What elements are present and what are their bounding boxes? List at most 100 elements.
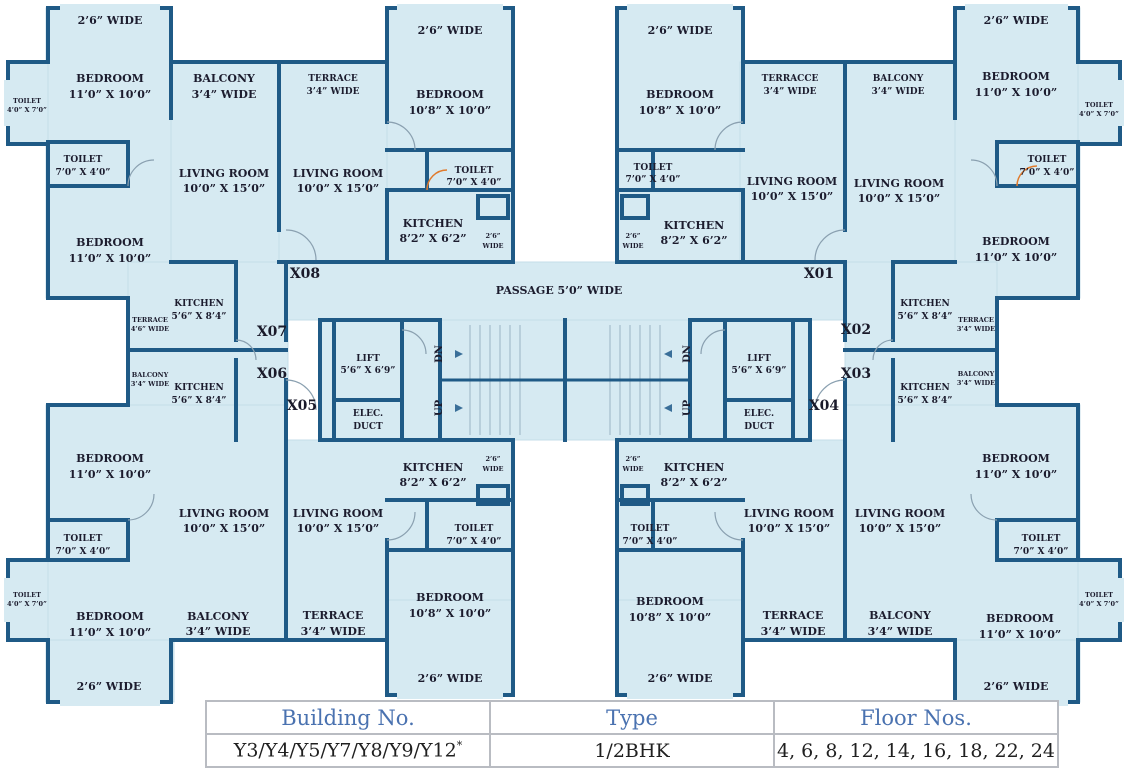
room-label: KITCHEN <box>664 461 724 474</box>
room-dim: 3’4” WIDE <box>301 625 366 638</box>
room-label: TOILET <box>455 166 494 176</box>
room-label: TOILET <box>64 155 103 165</box>
room-label: LIVING ROOM <box>179 507 269 520</box>
room-dim: 4’0” X 7’0” <box>7 106 47 114</box>
room-label: BEDROOM <box>76 610 144 623</box>
lift-label: LIFT <box>356 354 380 364</box>
room-label: BALCONY <box>869 609 931 622</box>
room-label: TOILET <box>631 524 670 534</box>
room-dim: 8’2” X 6’2” <box>660 234 727 247</box>
width-label: 2’6” WIDE <box>418 24 483 37</box>
room-label: KITCHEN <box>174 299 223 309</box>
duct-label: ELEC. <box>353 409 383 419</box>
room-dim: 4’0” X 7’0” <box>7 600 47 608</box>
room-label: BEDROOM <box>646 88 714 101</box>
room-dim: 3’4” WIDE <box>868 625 933 638</box>
stair-arrow-icon <box>664 404 672 412</box>
stair-arrow-icon <box>664 350 672 358</box>
room-dim: 10’8” X 10’0” <box>409 104 491 117</box>
room-label: KITCHEN <box>403 461 463 474</box>
room-dim: 10’0” X 15’0” <box>858 192 940 205</box>
room-dim: 10’8” X 10’0” <box>629 611 711 624</box>
room-label: TOILET <box>455 524 494 534</box>
room-dim: 8’2” X 6’2” <box>399 232 466 245</box>
width-label: 2’6” WIDE <box>984 680 1049 693</box>
room-label: TOILET <box>13 97 41 105</box>
room-label: LIVING ROOM <box>747 175 837 188</box>
room-dim: 11’0” X 10’0” <box>975 468 1057 481</box>
room-dim: 7’0” X 4’0” <box>623 537 678 547</box>
width-label: 2’6” WIDE <box>984 14 1049 27</box>
room-label: KITCHEN <box>900 299 949 309</box>
room-dim: 7’0” X 4’0” <box>447 537 502 547</box>
room-dim: 11’0” X 10’0” <box>975 86 1057 99</box>
width-label: 2’6” WIDE <box>648 24 713 37</box>
duct-label: WIDE <box>482 242 504 250</box>
passage-label: PASSAGE 5’0” WIDE <box>496 284 623 297</box>
room-dim: 3’4” WIDE <box>192 88 257 101</box>
room-label: TERRACE <box>763 609 824 622</box>
unit-number: X05 <box>287 398 317 414</box>
room-dim: 3’4” WIDE <box>872 87 925 97</box>
table-header-row: Building No. Type Floor Nos. <box>205 700 1059 735</box>
room-label: BEDROOM <box>982 235 1050 248</box>
room-dim: 4’0” X 7’0” <box>1079 600 1119 608</box>
room-dim: 3’4” WIDE <box>307 87 360 97</box>
room-dim: 7’0” X 4’0” <box>1020 168 1075 178</box>
lift-dim: 5’6” X 6’9” <box>341 366 396 376</box>
room-dim: 3’4” WIDE <box>957 379 995 387</box>
duct-label: WIDE <box>482 465 504 473</box>
room-dim: 10’0” X 15’0” <box>297 182 379 195</box>
room-label: KITCHEN <box>900 383 949 393</box>
room-label: TERRACE <box>308 74 358 84</box>
room-dim: 11’0” X 10’0” <box>69 468 151 481</box>
room-dim: 10’8” X 10’0” <box>409 607 491 620</box>
unit-number: X04 <box>809 398 840 414</box>
stair-arrow-icon <box>455 350 463 358</box>
room-label: TOILET <box>1085 101 1113 109</box>
room-dim: 4’0” X 7’0” <box>1079 110 1119 118</box>
duct-label: 2’6” <box>625 232 640 240</box>
room-label: BALCONY <box>193 72 255 85</box>
room-dim: 11’0” X 10’0” <box>69 88 151 101</box>
room-label: TERRACE <box>132 316 168 324</box>
table-header-cell: Floor Nos. <box>773 700 1059 735</box>
unit-number: X07 <box>257 324 287 340</box>
room-dim: 4’6” WIDE <box>131 325 169 333</box>
room-label: KITCHEN <box>403 217 463 230</box>
duct-label: 2’6” <box>485 455 500 463</box>
room-dim: 11’0” X 10’0” <box>975 251 1057 264</box>
unit-number: X03 <box>841 366 871 382</box>
duct-label: DUCT <box>353 422 383 432</box>
room-label: KITCHEN <box>664 219 724 232</box>
room-label: BEDROOM <box>76 452 144 465</box>
room-dim: 10’0” X 15’0” <box>748 522 830 535</box>
duct-label: DUCT <box>744 422 774 432</box>
room-dim: 7’0” X 4’0” <box>447 178 502 188</box>
room-dim: 7’0” X 4’0” <box>1014 547 1069 557</box>
room-dim: 11’0” X 10’0” <box>979 628 1061 641</box>
room-label: BALCONY <box>132 371 169 379</box>
stair-label: DN <box>682 345 693 363</box>
room-dim: 8’2” X 6’2” <box>399 476 466 489</box>
room-label: LIVING ROOM <box>179 167 269 180</box>
room-label: LIVING ROOM <box>855 507 945 520</box>
room-dim: 11’0” X 10’0” <box>69 626 151 639</box>
room-label: TERRACE <box>958 316 994 324</box>
room-dim: 3’4” WIDE <box>131 380 169 388</box>
room-label: BEDROOM <box>986 612 1054 625</box>
duct-label: WIDE <box>622 465 644 473</box>
room-label: LIVING ROOM <box>293 167 383 180</box>
unit-number: X08 <box>290 266 320 282</box>
table-header-cell: Building No. <box>205 700 491 735</box>
room-label: BEDROOM <box>76 72 144 85</box>
room-label: TOILET <box>634 163 673 173</box>
duct-label: ELEC. <box>744 409 774 419</box>
room-label: TOILET <box>1085 591 1113 599</box>
room-label: LIVING ROOM <box>293 507 383 520</box>
room-dim: 10’0” X 15’0” <box>751 190 833 203</box>
room-label: BEDROOM <box>76 236 144 249</box>
room-dim: 8’2” X 6’2” <box>660 476 727 489</box>
width-label: 2’6” WIDE <box>78 14 143 27</box>
room-dim: 10’0” X 15’0” <box>859 522 941 535</box>
